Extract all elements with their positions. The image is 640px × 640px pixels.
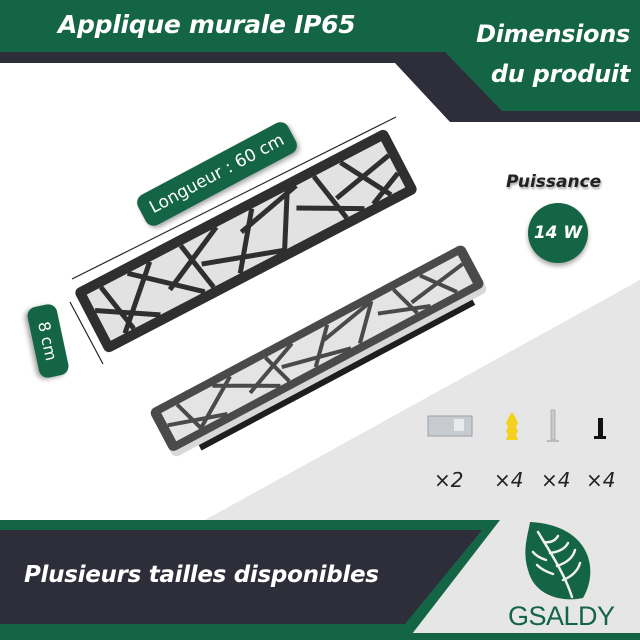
wall-plug-icon bbox=[506, 412, 518, 440]
power-badge: 14 W bbox=[528, 203, 588, 263]
footer-dark-panel bbox=[0, 530, 482, 624]
bolt-count: ×4 bbox=[586, 468, 616, 492]
brand-name: GSALDY bbox=[508, 601, 615, 631]
wall-bracket-count: ×2 bbox=[434, 468, 464, 492]
product-title: Applique murale IP65 bbox=[58, 10, 356, 39]
screw-count: ×4 bbox=[541, 468, 571, 492]
wall-plug-count: ×4 bbox=[494, 468, 524, 492]
dimensions-title: Dimensions du produit bbox=[440, 14, 630, 94]
width-dimension-line bbox=[69, 301, 104, 365]
power-label: Puissance bbox=[506, 172, 602, 192]
lamp-front-view bbox=[75, 129, 417, 353]
dimensions-title-line1: Dimensions bbox=[476, 20, 630, 48]
dimensions-title-line2: du produit bbox=[490, 60, 630, 88]
sizes-available-tagline: Plusieurs tailles disponibles bbox=[24, 562, 379, 588]
lamp-perspective-view bbox=[150, 245, 487, 457]
bolt-icon bbox=[594, 418, 606, 439]
header-green-band bbox=[0, 0, 640, 111]
brand-leaf-icon bbox=[525, 522, 591, 600]
length-dimension-line bbox=[71, 116, 397, 280]
screw-icon bbox=[547, 409, 559, 442]
wall-bracket-icon bbox=[427, 415, 473, 437]
